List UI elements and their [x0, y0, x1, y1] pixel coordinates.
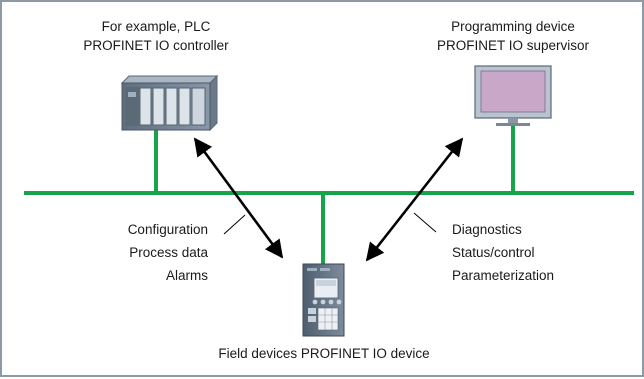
pg-label-line2: PROFINET IO supervisor: [437, 38, 590, 53]
profinet-bus: [24, 126, 634, 264]
monitor-icon: [474, 65, 552, 126]
controller-leader-line: [223, 214, 246, 235]
field-device-icon: [302, 263, 345, 337]
plc-rack-icon: [120, 74, 219, 132]
pg-label-line1: Programming device: [451, 19, 575, 34]
controller-link-item: Alarms: [166, 268, 208, 283]
supervisor-link-item: Diagnostics: [452, 222, 522, 237]
supervisor-leader-line: [413, 212, 437, 233]
supervisor-link-item: Status/control: [452, 245, 535, 260]
controller-link-item: Configuration: [128, 222, 208, 237]
plc-label-line1: For example, PLC: [102, 19, 211, 34]
field-device-label: Field devices PROFINET IO device: [218, 346, 429, 361]
supervisor-link-item: Parameterization: [452, 268, 554, 283]
controller-bidirectional-arrow-icon: [193, 137, 284, 259]
controller-link-item: Process data: [129, 245, 208, 260]
supervisor-bidirectional-arrow-icon: [365, 137, 464, 262]
plc-label-line2: PROFINET IO controller: [83, 38, 229, 53]
